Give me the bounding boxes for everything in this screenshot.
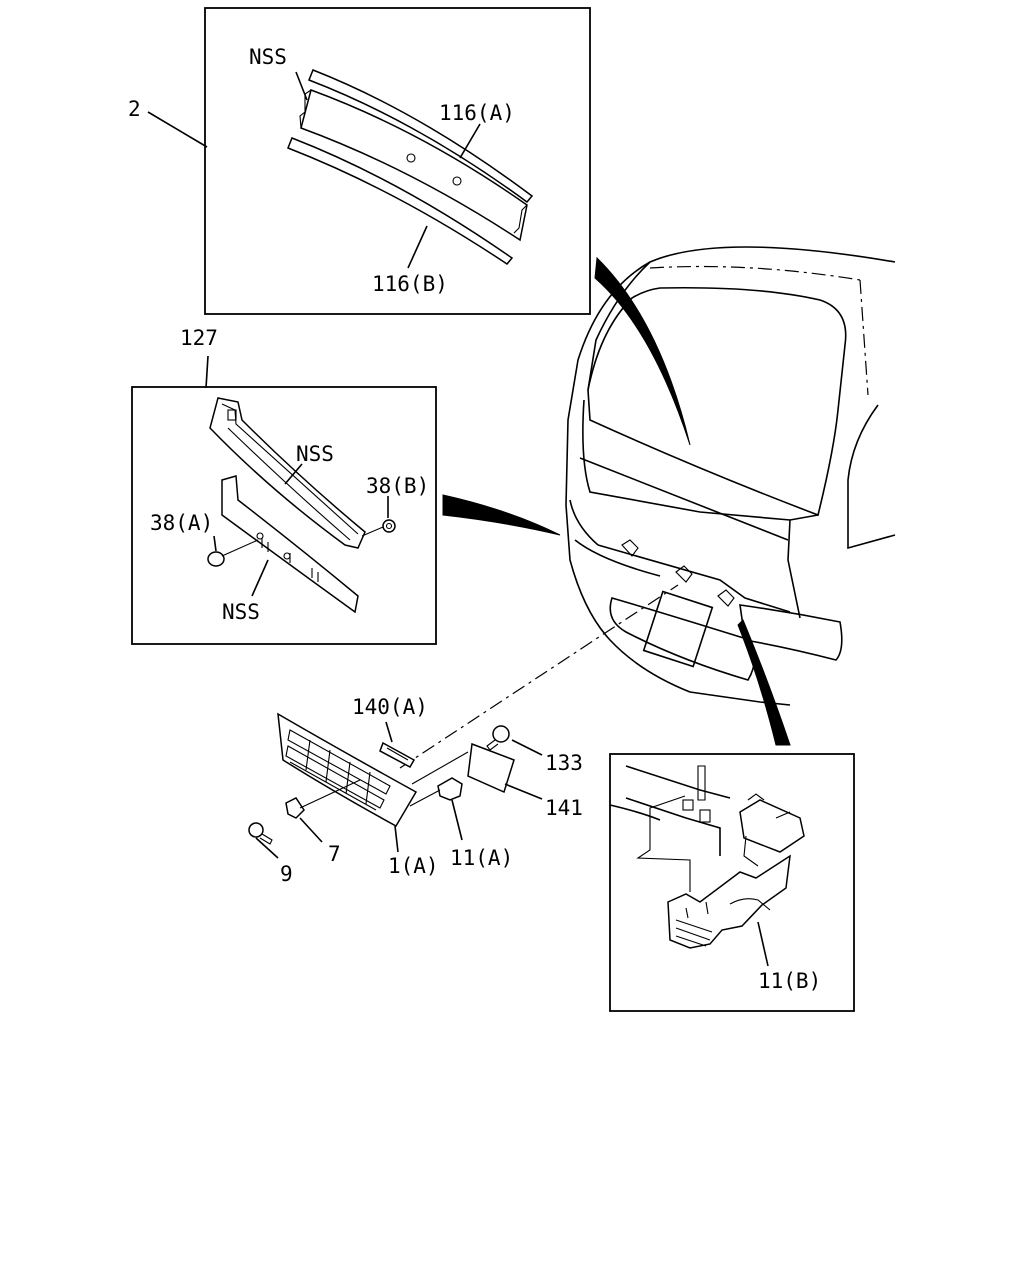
label-116b: 116(B) <box>372 272 448 296</box>
label-7: 7 <box>328 842 341 866</box>
bracket-11a <box>437 777 463 801</box>
molding-center-plate <box>300 89 528 242</box>
label-140a: 140(A) <box>352 695 428 719</box>
label-11b: 11(B) <box>758 969 821 993</box>
clip-38a <box>207 551 225 567</box>
clip-38b <box>382 519 396 533</box>
bracket-11b <box>667 854 791 949</box>
label-2: 2 <box>128 97 141 121</box>
label-133: 133 <box>545 751 583 775</box>
label-nss-upper: NSS <box>296 442 334 466</box>
label-nss-lower: NSS <box>222 600 260 624</box>
callout-wedge-right <box>737 619 791 746</box>
label-11a: 11(A) <box>450 846 513 870</box>
grille-exploded <box>248 584 679 859</box>
label-38a: 38(A) <box>150 511 213 535</box>
screw-9 <box>248 822 264 838</box>
label-141: 141 <box>545 796 583 820</box>
emblem-140a <box>379 741 416 769</box>
molding-116a <box>308 69 534 204</box>
license-plate <box>642 590 714 668</box>
detail-box-127 <box>131 355 437 645</box>
callout-wedge-top <box>594 256 691 446</box>
label-127: 127 <box>180 326 218 350</box>
garnish-lower-plate <box>221 475 359 614</box>
label-nss-top: NSS <box>249 45 287 69</box>
label-38b: 38(B) <box>366 474 429 498</box>
clip-7 <box>285 797 305 819</box>
bolt-133 <box>492 725 510 743</box>
molding-116b <box>287 137 514 265</box>
label-1a: 1(A) <box>388 854 439 878</box>
detail-box-2 <box>147 7 591 315</box>
callout-wedge-left <box>442 494 561 536</box>
headlight <box>739 604 843 661</box>
label-116a: 116(A) <box>439 101 515 125</box>
detail-box-11b <box>609 753 855 1012</box>
label-9: 9 <box>280 862 293 886</box>
vehicle-front <box>442 246 896 746</box>
windshield <box>587 286 847 517</box>
plate-141 <box>467 742 515 794</box>
bumper <box>609 597 756 681</box>
bracket-11b-tab <box>739 799 805 853</box>
